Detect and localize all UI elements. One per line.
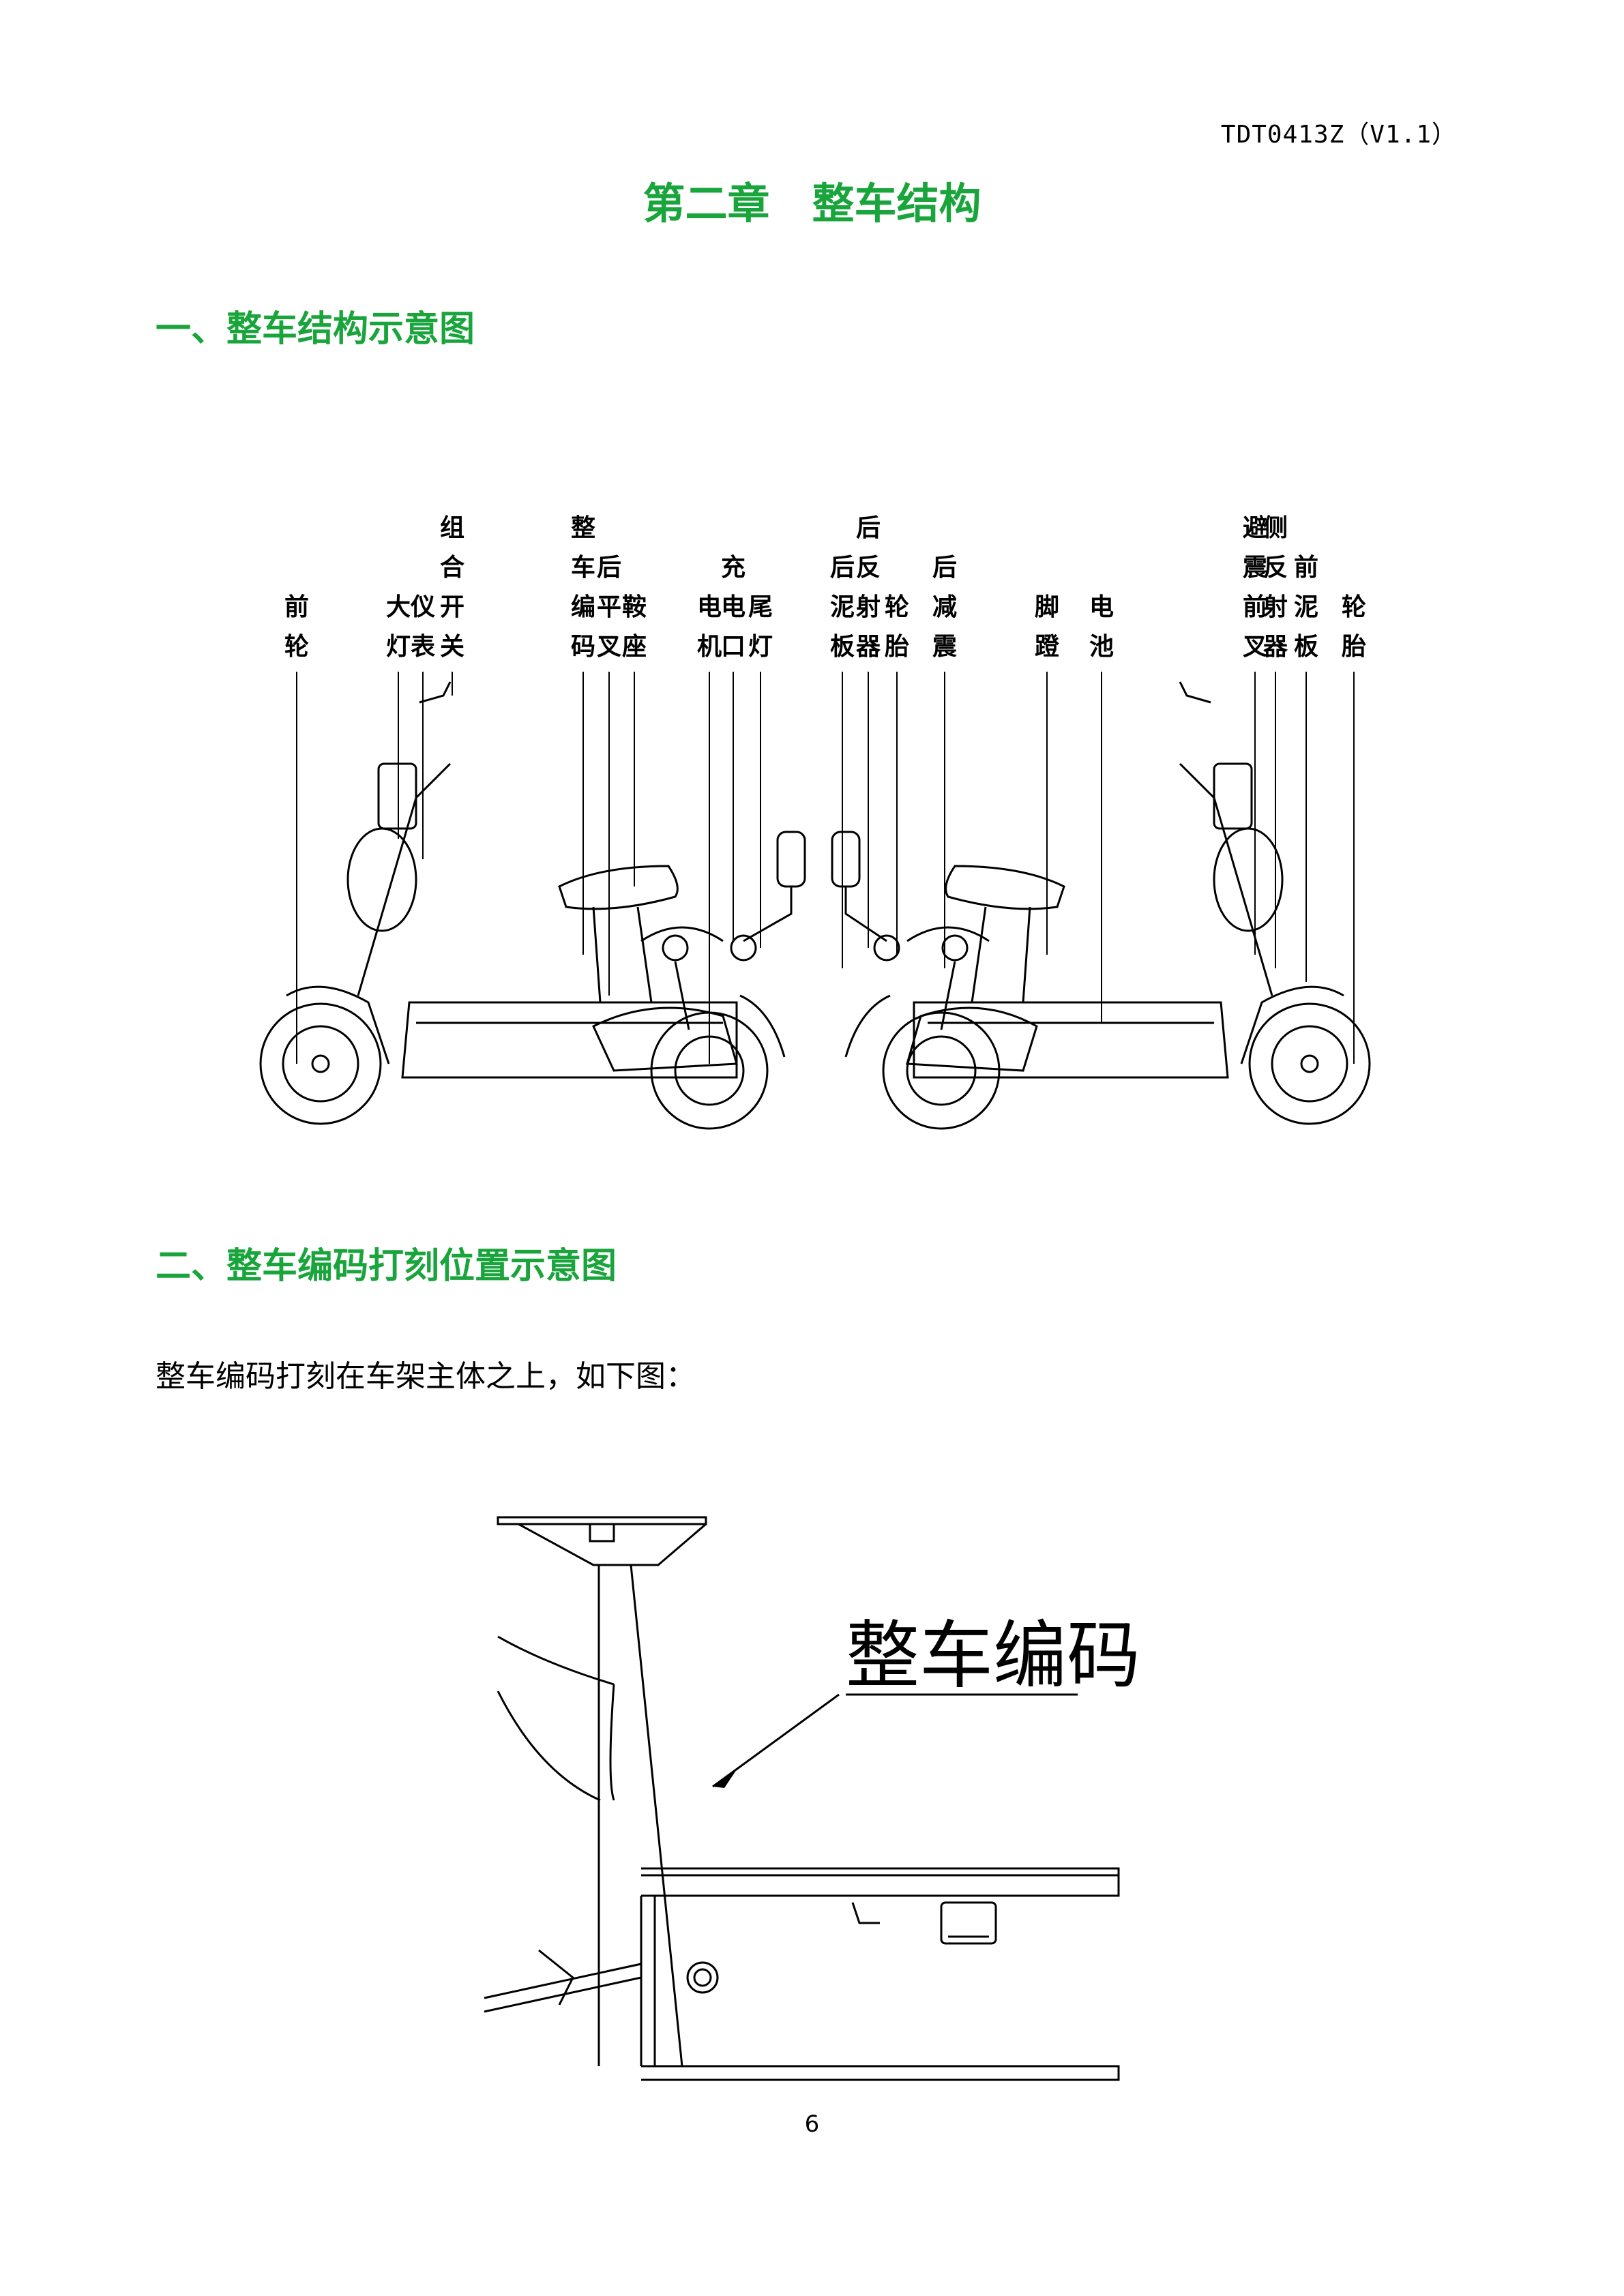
structure-diagram: 前轮大灯仪表组合开关整车编码后平叉鞍座电机充电口尾灯后泥板后反射器轮胎后减震脚蹬… (259, 514, 1371, 1130)
right-part-label-2: 轮胎 (885, 593, 909, 661)
right-part-label-0: 后泥板 (830, 554, 855, 661)
right-part-label-6: 避震前叉 (1243, 514, 1267, 661)
body-paragraph: 整车编码打刻在车架主体之上，如下图： (156, 1359, 696, 1394)
left-part-label-7: 电机 (697, 593, 722, 661)
left-part-label-6: 鞍座 (622, 593, 647, 661)
right-part-label-9: 轮胎 (1342, 593, 1366, 661)
left-part-label-3: 组合开关 (440, 514, 464, 661)
page-number: 6 (804, 2111, 820, 2138)
frame-code-diagram: 整车编码 (484, 1516, 1140, 2081)
right-part-label-8: 前泥板 (1294, 554, 1318, 661)
scooter-left-drawing (259, 681, 806, 1130)
section-title-frame-code: 二、整车编码打刻位置示意图 (156, 1246, 617, 1287)
scooter-right-drawing (831, 681, 1371, 1130)
document-code: TDT0413Z（V1.1） (1220, 121, 1457, 149)
right-part-label-1: 后反射器 (856, 514, 881, 661)
left-part-label-0: 前轮 (284, 593, 309, 661)
left-part-label-2: 仪表 (410, 593, 435, 661)
chapter-title: 第二章 整车结构 (643, 179, 981, 228)
left-part-label-8: 充电口 (721, 554, 745, 661)
right-part-label-7: 侧反射器 (1263, 514, 1288, 661)
left-part-label-9: 尾灯 (748, 593, 773, 661)
section-title-structure: 一、整车结构示意图 (156, 309, 475, 350)
left-part-label-5: 后平叉 (597, 554, 621, 661)
right-part-label-4: 脚蹬 (1035, 593, 1060, 661)
left-part-label-1: 大灯 (386, 593, 411, 661)
left-part-label-4: 整车编码 (571, 514, 595, 661)
frame-code-callout: 整车编码 (846, 1613, 1140, 1699)
right-part-label-5: 电池 (1089, 593, 1114, 661)
right-part-label-3: 后减震 (932, 554, 957, 661)
